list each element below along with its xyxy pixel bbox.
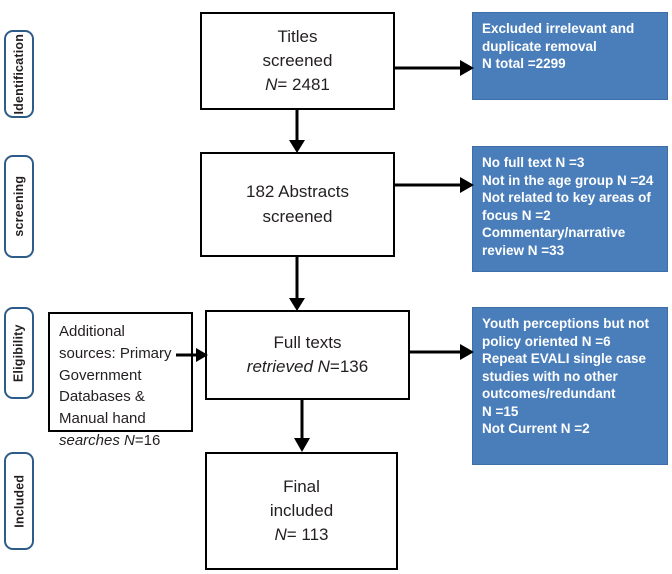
- box-excluded-full-texts-line-5: outcomes/redundant: [482, 386, 616, 402]
- box-excluded-full-texts-line-7: Not Current N =2: [482, 421, 590, 437]
- n-symbol: retrieved N: [246, 357, 330, 376]
- arrow-titles-to-excluded: [395, 60, 474, 76]
- box-final-included-line-3: N= 113: [274, 525, 329, 545]
- box-excluded-full-texts-line-2: policy oriented N =6: [482, 333, 611, 349]
- box-excluded-full-texts: Youth perceptions but not policy oriente…: [472, 307, 668, 465]
- box-excluded-abstracts-line-1: No full text N =3: [482, 155, 585, 170]
- box-excluded-titles-line-2: duplicate removal: [482, 38, 597, 54]
- box-additional-sources-line-1: Additional: [59, 323, 125, 340]
- box-titles-screened: Titles screened N= 2481: [200, 12, 395, 110]
- stage-label-included: Included: [4, 452, 34, 550]
- box-excluded-abstracts-line-5: Commentary/narrative: [482, 225, 626, 241]
- box-excluded-full-texts-line-6: N =15: [482, 403, 519, 419]
- arrow-abstracts-to-excluded: [395, 177, 474, 193]
- box-excluded-abstracts: No full text N =3 Not in the age group N…: [472, 146, 668, 272]
- arrow-full-texts-to-excluded: [410, 344, 474, 360]
- box-additional-sources-line-4: Databases &: [59, 388, 145, 406]
- box-additional-sources-line-6: searches N=16: [59, 431, 161, 449]
- n-symbol: N: [274, 525, 287, 545]
- box-excluded-titles-line-1: Excluded irrelevant and: [482, 21, 635, 36]
- box-titles-screened-line-3: N= 2481: [265, 75, 330, 95]
- arrow-full-texts-to-final: [294, 400, 310, 452]
- box-full-texts-retrieved-line-2: retrieved N=136: [246, 357, 369, 376]
- box-additional-sources-line-5: Manual hand: [59, 410, 146, 427]
- box-additional-sources: Additional sources: Primary Government D…: [48, 312, 193, 449]
- box-excluded-titles-line-3: N total =2299: [482, 56, 566, 72]
- box-abstracts-screened: 182 Abstracts screened: [200, 152, 395, 257]
- box-excluded-full-texts-line-1: Youth perceptions but not: [482, 316, 649, 331]
- box-excluded-abstracts-line-4: focus N =2: [482, 207, 551, 223]
- n-symbol: N: [265, 75, 278, 95]
- stage-label-screening: screening: [4, 155, 34, 258]
- box-titles-screened-line-1: Titles: [277, 26, 318, 46]
- box-excluded-abstracts-line-6: review N =33: [482, 242, 565, 258]
- box-full-texts-retrieved: Full texts retrieved N=136: [205, 310, 410, 400]
- n-symbol: searches N: [59, 431, 135, 449]
- arrow-abstracts-to-full-texts: [289, 257, 305, 311]
- box-final-included-line-2: included: [269, 500, 334, 520]
- arrow-titles-to-abstracts: [289, 110, 305, 153]
- box-abstracts-screened-line-2: screened: [262, 206, 333, 226]
- box-excluded-abstracts-line-2: Not in the age group N =24: [482, 172, 654, 188]
- box-excluded-titles: Excluded irrelevant and duplicate remova…: [472, 12, 668, 100]
- stage-label-identification: Identification: [4, 30, 34, 118]
- box-full-texts-retrieved-line-1: Full texts: [273, 332, 342, 352]
- box-additional-sources-line-2: sources: Primary: [59, 344, 172, 362]
- box-final-included: Final included N= 113: [205, 452, 398, 570]
- stage-label-eligibility: Eligibility: [4, 307, 34, 399]
- box-excluded-full-texts-line-4: studies with no other: [482, 368, 618, 384]
- box-final-included-line-1: Final: [283, 476, 320, 496]
- box-excluded-full-texts-line-3: Repeat EVALI single case: [482, 351, 647, 367]
- arrow-additional-to-full-texts: [176, 348, 208, 362]
- box-titles-screened-line-2: screened: [262, 50, 333, 70]
- box-excluded-abstracts-line-3: Not related to key areas of: [482, 190, 651, 206]
- box-additional-sources-line-3: Government: [59, 366, 142, 384]
- box-abstracts-screened-line-1: 182 Abstracts: [245, 182, 349, 202]
